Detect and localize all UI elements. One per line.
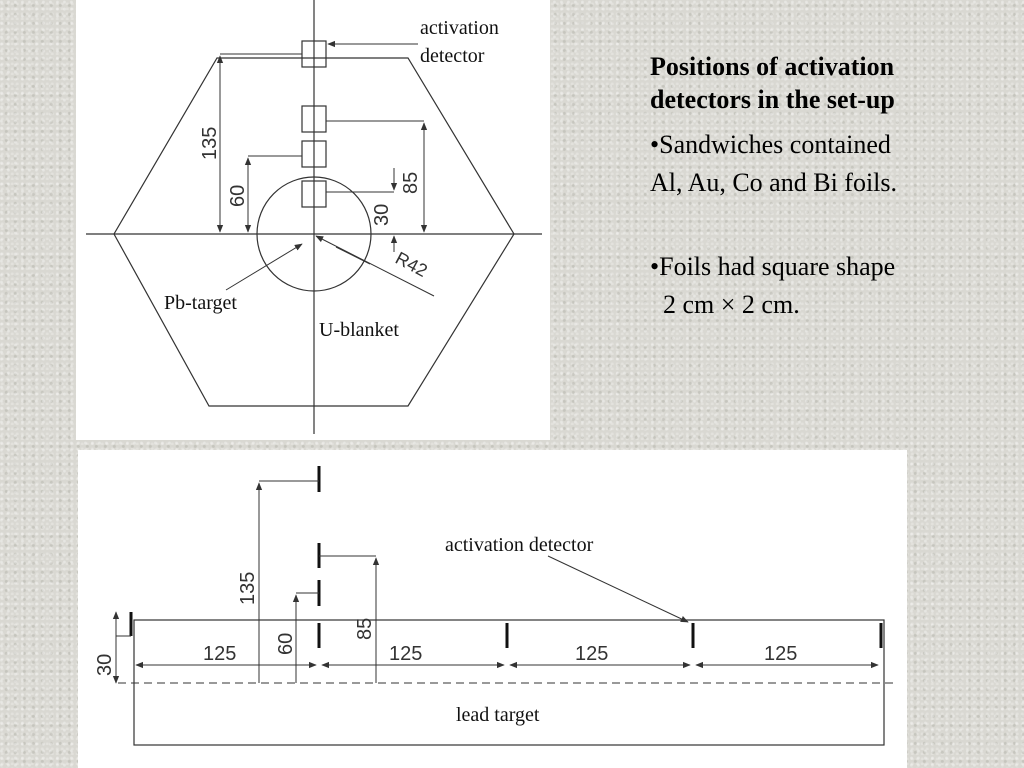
description-text-block: Positions of activation detectors in the… [650, 50, 1010, 324]
dim-30-text: 30 [371, 204, 393, 226]
dim-60-text: 60 [275, 633, 297, 655]
dim-125-a-text: 125 [203, 643, 236, 665]
pb-target-label: Pb-target [164, 292, 237, 314]
detector-square-2 [301, 105, 327, 133]
side-view-diagram: lead target 135 60 85 30 125 125 125 [94, 466, 898, 746]
bottom-diagram-panel: lead target 135 60 85 30 125 125 125 [78, 450, 907, 768]
dim-125-c-text: 125 [575, 643, 608, 665]
pb-target-leader [225, 243, 303, 291]
bullet-1-line-2: Al, Au, Co and Bi foils. [650, 168, 898, 197]
dim-85-text: 85 [400, 172, 422, 194]
bullet-1-line-1: •Sandwiches contained [650, 130, 891, 159]
pb-target-circle [256, 176, 372, 292]
cross-section-diagram: 135 60 85 30 R42 activation detector Pb-… [86, 0, 542, 434]
activation-label-line2: detector [420, 45, 485, 67]
activation-label-line1: activation [420, 17, 499, 39]
dim-135-text: 135 [199, 127, 221, 160]
activation-detector-leader [547, 555, 689, 623]
dim-85-text: 85 [354, 618, 376, 640]
bullet-2-line-2: 2 cm × 2 cm. [650, 290, 800, 319]
dim-135-text: 135 [237, 572, 259, 605]
top-diagram-panel: 135 60 85 30 R42 activation detector Pb-… [76, 0, 550, 440]
detector-square-4 [301, 180, 327, 208]
bullet-2-line-1: •Foils had square shape [650, 252, 896, 281]
heading-line-1: Positions of activation [650, 52, 895, 81]
r42-leader-b [335, 246, 371, 265]
u-blanket-label: U-blanket [319, 319, 399, 341]
lead-target-label: lead target [456, 704, 540, 726]
r42-text: R42 [392, 248, 431, 281]
dim-30-text: 30 [94, 654, 116, 676]
detector-square-3 [301, 140, 327, 168]
dim-125-b-text: 125 [389, 643, 422, 665]
dim-125-d-text: 125 [764, 643, 797, 665]
dim-60-text: 60 [227, 185, 249, 207]
heading-line-2: detectors in the set-up [650, 85, 895, 114]
r42-leader [315, 235, 435, 297]
slide-heading: Positions of activation detectors in the… [650, 50, 1010, 116]
activation-detector-label: activation detector [445, 534, 594, 556]
